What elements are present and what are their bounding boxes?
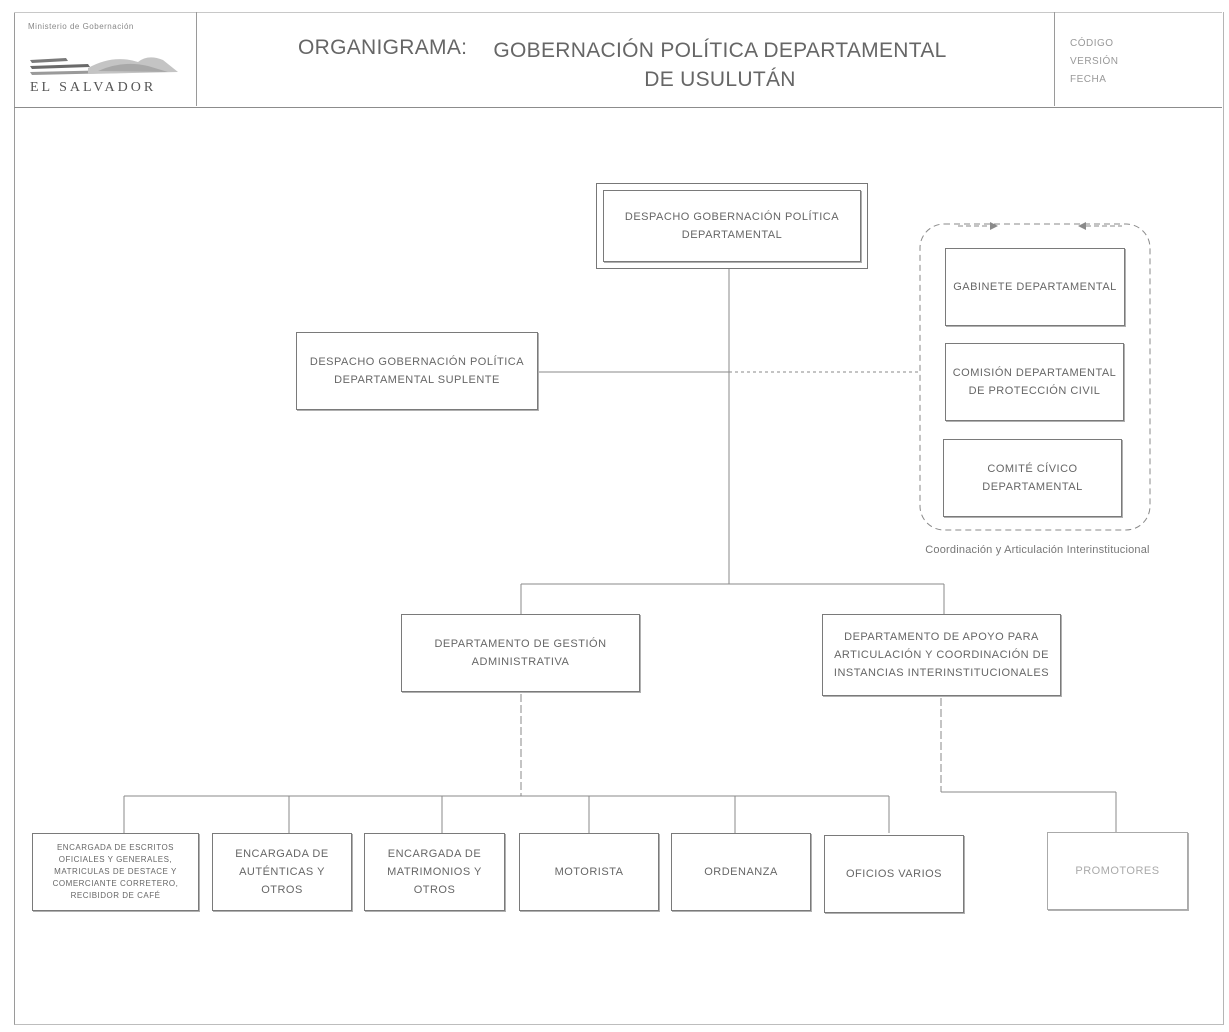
coordination-arrows xyxy=(958,222,1122,230)
meta-code-label: CÓDIGO xyxy=(1070,38,1114,49)
gabinete-departamental-box: GABINETE DEPARTAMENTAL xyxy=(945,248,1125,326)
top-box-outer-border xyxy=(596,183,868,269)
comite-civico-box: COMITÉ CÍVICO DEPARTAMENTAL xyxy=(943,439,1122,517)
coordination-caption: Coordinación y Articulación Interinstitu… xyxy=(925,544,1150,556)
title-line-1: GOBERNACIÓN POLÍTICA DEPARTAMENTAL xyxy=(493,39,947,62)
unit-matrimonios-box: ENCARGADA DE MATRIMONIOS Y OTROS xyxy=(364,833,505,911)
arrow-left-head xyxy=(1078,222,1086,230)
meta-version-label: VERSIÓN xyxy=(1070,56,1119,67)
document-meta-cell xyxy=(1054,12,1223,106)
page-frame xyxy=(14,12,1224,1025)
unit-escritos-oficiales-box: ENCARGADA DE ESCRITOS OFICIALES Y GENERA… xyxy=(32,833,199,911)
unit-motorista-box: MOTORISTA xyxy=(519,833,659,911)
el-salvador-logo-icon xyxy=(30,57,178,75)
ministry-name: Ministerio de Gobernación xyxy=(28,22,134,31)
coordination-dashed-frame xyxy=(919,223,1151,531)
arrow-right-head xyxy=(990,222,998,230)
comision-proteccion-civil-box: COMISIÓN DEPARTAMENTAL DE PROTECCIÓN CIV… xyxy=(945,343,1124,421)
unit-promotores-box: PROMOTORES xyxy=(1047,832,1188,910)
meta-date-label: FECHA xyxy=(1070,74,1107,85)
title-line-2: DE USULUTÁN xyxy=(644,68,796,91)
departamento-gestion-administrativa-box: DEPARTAMENTO DE GESTIÓN ADMINISTRATIVA xyxy=(401,614,640,692)
despacho-suplente-box: DESPACHO GOBERNACIÓN POLÍTICA DEPARTAMEN… xyxy=(296,332,538,410)
departamento-apoyo-articulacion-box: DEPARTAMENTO DE APOYO PARA ARTICULACIÓN … xyxy=(822,614,1061,696)
unit-oficios-varios-box: OFICIOS VARIOS xyxy=(824,835,964,913)
logo-cell xyxy=(14,12,197,106)
unit-autenticas-box: ENCARGADA DE AUTÉNTICAS Y OTROS xyxy=(212,833,352,911)
header-bar xyxy=(14,12,1222,108)
despacho-gobernacion-box: DESPACHO GOBERNACIÓN POLÍTICA DEPARTAMEN… xyxy=(603,190,861,262)
country-name: EL SALVADOR xyxy=(30,80,157,95)
page-title: GOBERNACIÓN POLÍTICA DEPARTAMENTAL DE US… xyxy=(470,36,970,94)
unit-ordenanza-box: ORDENANZA xyxy=(671,833,811,911)
title-label: ORGANIGRAMA: xyxy=(298,36,468,59)
